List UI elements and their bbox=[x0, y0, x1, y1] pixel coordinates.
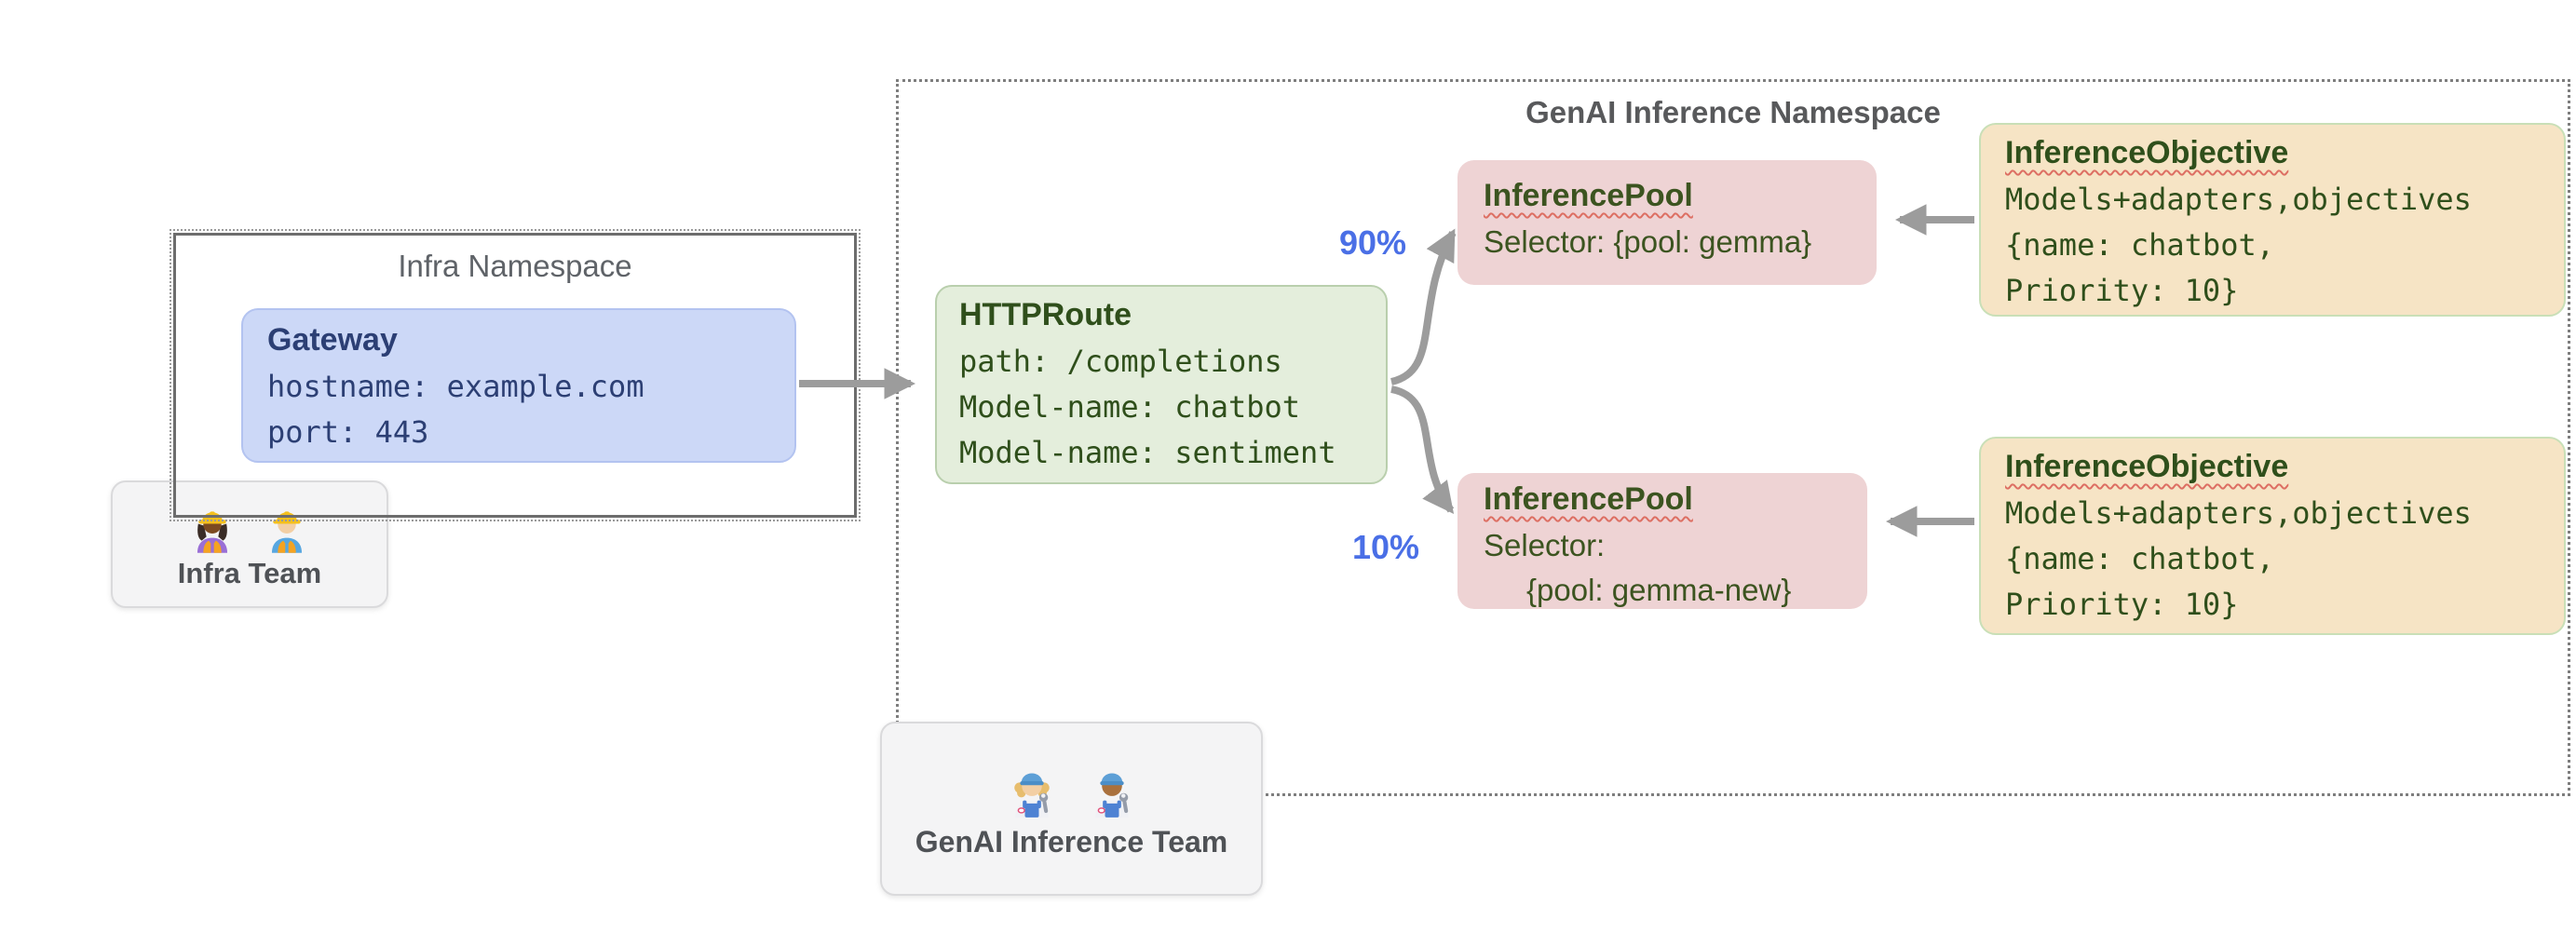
httproute-title: HTTPRoute bbox=[959, 297, 1132, 332]
inference-objective-top-box: InferenceObjective Models+adapters,objec… bbox=[1979, 123, 2566, 317]
inference-objective-top-title-text: InferenceObjective bbox=[2005, 135, 2289, 170]
inference-objective-top-title: InferenceObjective bbox=[2005, 128, 2540, 177]
genai-inference-namespace-box bbox=[896, 79, 2570, 796]
inference-objective-top-line1: Models+adapters,objectives bbox=[2005, 182, 2472, 217]
genai-inference-team-box: GenAI Inference Team bbox=[880, 722, 1263, 896]
httproute-model-sentiment: Model-name: sentiment bbox=[959, 435, 1336, 470]
inference-pool-top-title: InferencePool bbox=[1484, 171, 1851, 220]
genai-inference-namespace-label: GenAI Inference Namespace bbox=[1525, 95, 1941, 129]
inference-objective-bottom-box: InferenceObjective Models+adapters,objec… bbox=[1979, 437, 2566, 635]
inference-pool-bottom-box: InferencePool Selector: {pool: gemma-new… bbox=[1457, 473, 1867, 609]
inference-pool-bottom-selector-value: {pool: gemma-new} bbox=[1526, 573, 1792, 607]
inference-objective-bottom-line1: Models+adapters,objectives bbox=[2005, 495, 2472, 531]
gateway-hostname: hostname: example.com bbox=[267, 369, 644, 404]
infra-namespace-box: Infra Namespace bbox=[169, 229, 861, 521]
httproute-path: path: /completions bbox=[959, 344, 1282, 379]
inference-objective-top-line3: Priority: 10} bbox=[2005, 273, 2239, 308]
mechanic-woman-icon bbox=[1013, 773, 1050, 818]
inference-pool-top-selector: Selector: {pool: gemma} bbox=[1484, 224, 1812, 259]
gateway-title: Gateway bbox=[267, 322, 398, 358]
inference-pool-top-title-text: InferencePool bbox=[1484, 178, 1693, 213]
infra-team-box: Infra Team bbox=[111, 480, 388, 608]
traffic-split-10-label: 10% bbox=[1352, 528, 1420, 566]
inference-pool-top-box: InferencePool Selector: {pool: gemma} bbox=[1457, 160, 1877, 285]
inference-objective-bottom-title-text: InferenceObjective bbox=[2005, 449, 2289, 484]
httproute-model-chatbot: Model-name: chatbot bbox=[959, 389, 1301, 425]
mechanic-man-icon bbox=[1094, 773, 1129, 818]
inference-objective-bottom-title: InferenceObjective bbox=[2005, 442, 2540, 491]
inference-objective-bottom-line3: Priority: 10} bbox=[2005, 587, 2239, 622]
httproute-box: HTTPRoute path: /completions Model-name:… bbox=[935, 285, 1388, 484]
infra-namespace-label: Infra Namespace bbox=[398, 249, 632, 283]
gateway-port: port: 443 bbox=[267, 414, 429, 450]
genai-team-label: GenAI Inference Team bbox=[915, 825, 1228, 859]
traffic-split-90-label: 90% bbox=[1339, 223, 1407, 262]
infra-team-label: Infra Team bbox=[177, 556, 322, 589]
construction-worker-man-icon bbox=[271, 510, 303, 553]
genai-team-icons bbox=[1004, 758, 1140, 818]
inference-pool-bottom-title-text: InferencePool bbox=[1484, 481, 1693, 517]
inference-objective-bottom-line2: {name: chatbot, bbox=[2005, 541, 2274, 576]
inference-pool-bottom-selector: Selector: bbox=[1484, 528, 1606, 562]
inference-objective-top-line2: {name: chatbot, bbox=[2005, 227, 2274, 263]
inference-pool-bottom-title: InferencePool bbox=[1484, 475, 1841, 523]
gateway-box: Gateway hostname: example.com port: 443 bbox=[241, 308, 796, 463]
